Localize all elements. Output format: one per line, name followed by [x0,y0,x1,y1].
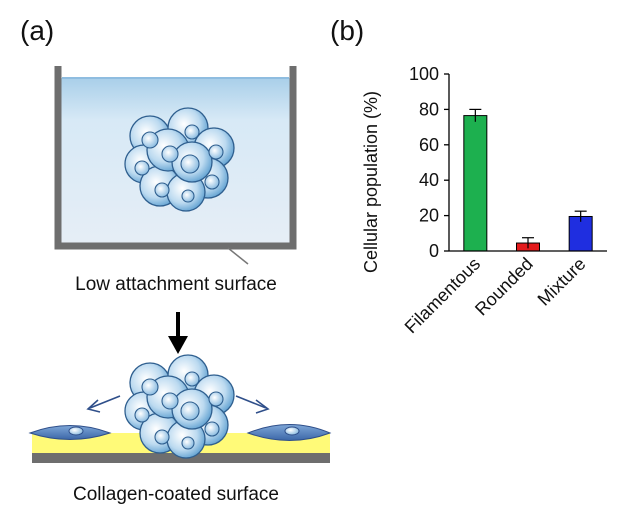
arrow-right-icon [235,395,270,414]
y-tick-label: 20 [419,206,439,226]
y-tick-label: 60 [419,135,439,155]
low-attachment-dish [54,66,297,265]
down-arrow-icon [168,312,188,354]
flat-cell-right [246,424,332,441]
panel-b-label: (b) [330,15,364,46]
arrow-left-icon [86,395,121,413]
flat-cell-left [28,425,112,440]
caption-low-attachment: Low attachment surface [75,274,277,295]
bar-filamentous [463,115,488,252]
x-category-label: Mixture [534,254,590,310]
caption-collagen-coated: Collagen-coated surface [73,484,279,505]
y-tick-label: 80 [419,99,439,119]
bar-chart: Cellular population (%) 0 20 40 60 80 100 Fil… [361,64,607,337]
bars [463,108,593,252]
y-tick-label: 40 [419,170,439,190]
x-category-label: Rounded [471,254,537,320]
y-tick-label: 100 [409,64,439,84]
dish-pointer-line [227,247,249,265]
y-axis-ticks: 0 20 40 60 80 100 [409,64,449,261]
dish-wall [54,66,297,250]
x-category-label: Filamentous [401,254,484,337]
panel-a-label: (a) [20,15,54,46]
y-axis-label: Cellular population (%) [361,91,381,273]
y-tick-label: 0 [429,241,439,261]
